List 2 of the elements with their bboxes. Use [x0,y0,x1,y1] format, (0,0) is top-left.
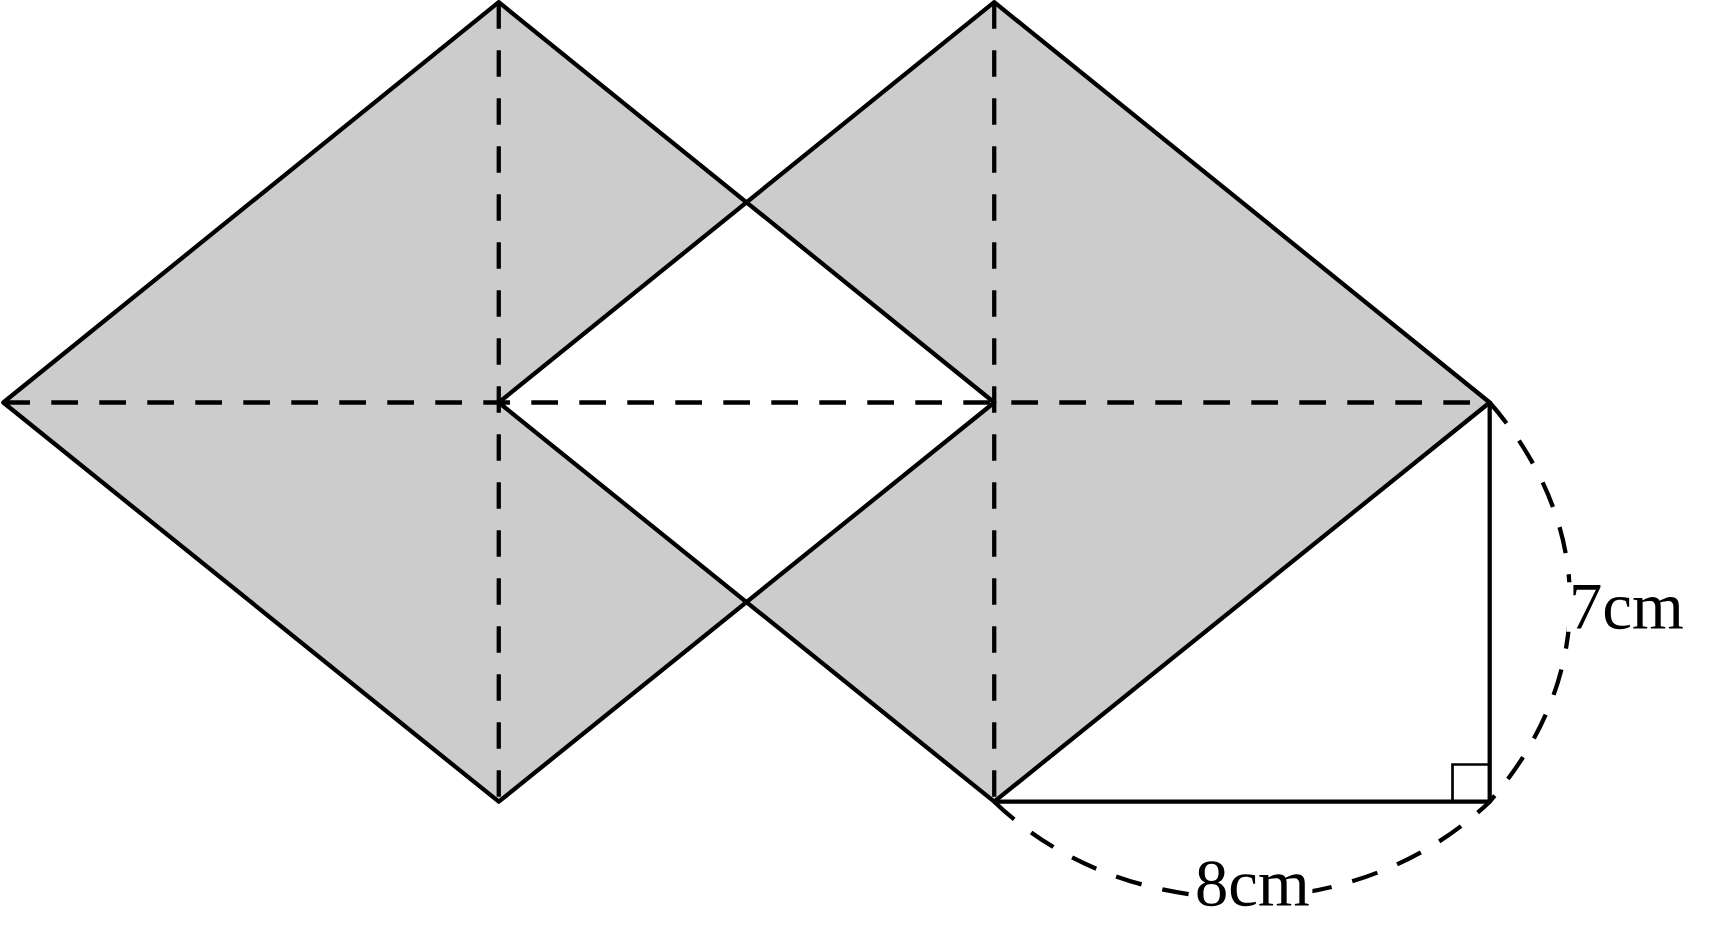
dimension-label: 7cm [1566,582,1687,633]
dimension-label: 8cm [1192,858,1313,910]
